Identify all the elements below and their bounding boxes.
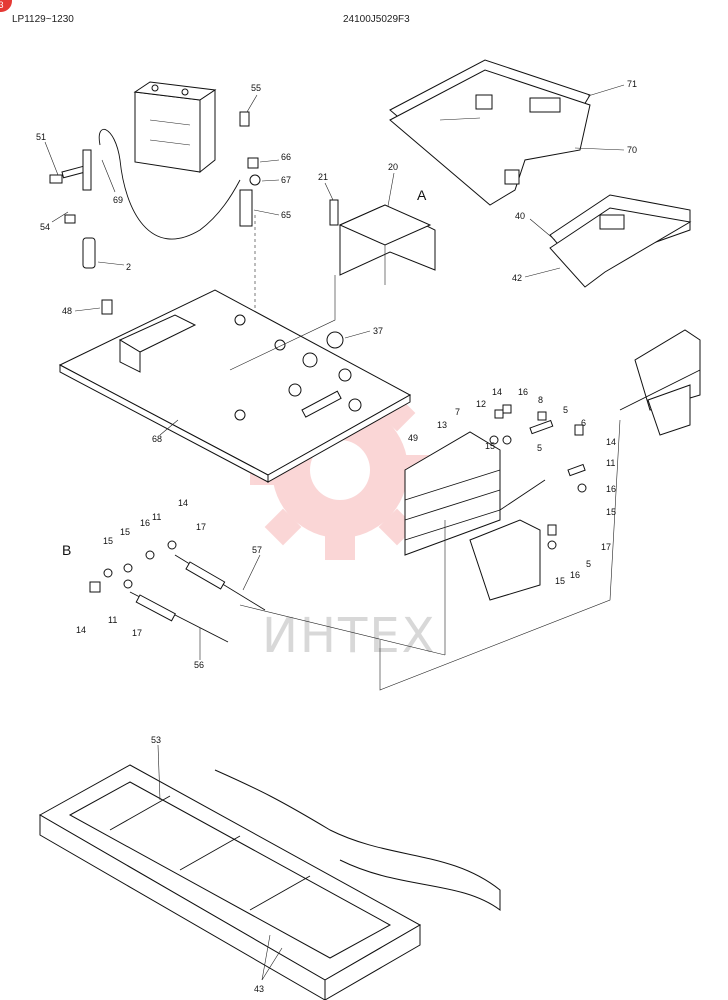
control-cable-56-part [129, 591, 229, 643]
callout-16-b: 16 [140, 518, 150, 528]
pin-65-part [239, 189, 253, 227]
callout-lines [44, 84, 625, 981]
callout-51: 51 [36, 132, 46, 142]
callout-66: 66 [281, 152, 291, 162]
connector-part [82, 149, 92, 191]
callout-16-top: 16 [518, 387, 528, 397]
floor-plate-68-part [58, 289, 412, 483]
control-valve-part [404, 431, 546, 601]
callout-14-right: 14 [606, 437, 616, 447]
floor-mat-40-42-part [549, 194, 692, 288]
callout-49: 49 [408, 433, 418, 443]
callout-14-top: 14 [492, 387, 502, 397]
bolt-66-part [247, 157, 259, 169]
callout-53: 53 [151, 735, 161, 745]
callout-14-bottom: 14 [76, 625, 86, 635]
serial-range-label: LP1129~1230 [12, 14, 74, 25]
part-code-label: 24100J5029F3 [343, 14, 410, 25]
callout-8: 8 [538, 395, 543, 405]
lever-bracket-part [619, 329, 701, 436]
callout-70: 70 [627, 145, 637, 155]
chassis-frame-part [38, 764, 501, 1000]
callout-15-valve: 15 [485, 441, 495, 451]
bolt-part [49, 165, 86, 184]
callout-37: 37 [373, 326, 383, 336]
callout-48: 48 [62, 306, 72, 316]
callout-14-b: 14 [178, 498, 188, 508]
callout-43: 43 [254, 984, 264, 994]
callout-5-b: 5 [537, 443, 542, 453]
handle-part [82, 237, 96, 269]
label-part [239, 111, 250, 127]
callout-11-right: 11 [606, 458, 615, 468]
callout-67: 67 [281, 175, 291, 185]
callout-5-c: 5 [586, 559, 591, 569]
nut-part [64, 214, 76, 224]
section-marker-b: B [62, 542, 71, 558]
callout-40: 40 [515, 211, 525, 221]
callout-20: 20 [388, 162, 398, 172]
callout-69: 69 [113, 195, 123, 205]
callout-71: 71 [627, 79, 637, 89]
callout-17-right: 17 [601, 542, 611, 552]
battery-box-part [133, 81, 217, 174]
callout-17-bottom: 17 [132, 628, 142, 638]
floor-mat-71-70-part [389, 59, 591, 206]
callout-21: 21 [318, 172, 328, 182]
callout-68: 68 [152, 434, 162, 444]
callout-54: 54 [40, 222, 50, 232]
callout-42: 42 [512, 273, 522, 283]
callout-17-b: 17 [196, 522, 206, 532]
callout-12: 12 [476, 399, 486, 409]
callout-15-right: 15 [606, 507, 616, 517]
callout-7: 7 [455, 407, 460, 417]
washer-67-part [249, 174, 261, 186]
bolt-21-part [329, 199, 339, 226]
callout-15-bottom: 15 [555, 576, 565, 586]
callout-56: 56 [194, 660, 204, 670]
bracket-20-part [329, 199, 436, 285]
callout-2: 2 [126, 262, 131, 272]
callout-15-b-top: 15 [120, 527, 130, 537]
section-marker-a: A [417, 187, 427, 203]
callout-55: 55 [251, 83, 261, 93]
callout-57: 57 [252, 545, 262, 555]
callout-11-b: 11 [152, 512, 161, 522]
callout-16-bottom: 16 [570, 570, 580, 580]
callout-15-b-left: 15 [103, 536, 113, 546]
callout-65: 65 [281, 210, 291, 220]
control-cable-57-part [174, 554, 266, 611]
callout-6: 6 [581, 418, 586, 428]
callout-13: 13 [437, 420, 447, 430]
cable-part [98, 128, 241, 240]
callout-16-right: 16 [606, 484, 616, 494]
bolt-48-part [101, 299, 113, 315]
grommet-37-part [326, 331, 344, 349]
callout-5-a: 5 [563, 405, 568, 415]
callout-11-bottom: 11 [108, 615, 117, 625]
